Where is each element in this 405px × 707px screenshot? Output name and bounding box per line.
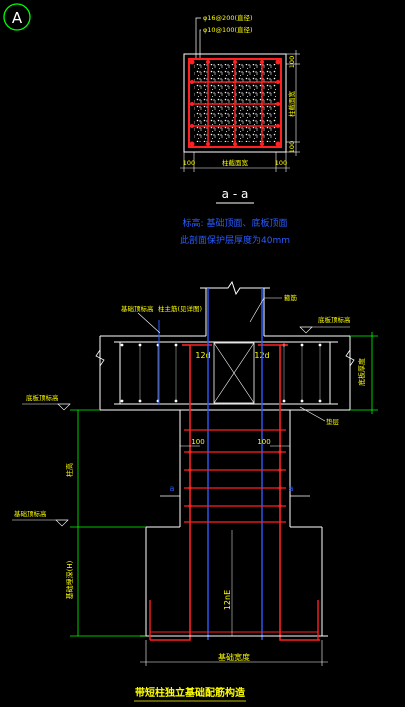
- detail-badge: A: [3, 3, 31, 31]
- section-dim-left: 100: [183, 159, 195, 167]
- column-top-break: [200, 280, 270, 336]
- joint-x-2: [213, 342, 255, 404]
- rebar-note-1: φ16@200(直径): [203, 13, 253, 22]
- inner-ties: [189, 59, 281, 147]
- base-width-dim: [140, 640, 328, 666]
- section-dim-bottom: 100: [288, 141, 296, 153]
- section-title: a - a: [222, 187, 249, 201]
- cover-leader: [299, 406, 326, 422]
- slab-break-left: [95, 349, 105, 367]
- slab-top-leader: [137, 312, 161, 334]
- section-right-dims: [286, 50, 300, 156]
- rebar-leader-1: [195, 17, 201, 60]
- section-height-label: 柱截面宽: [287, 91, 296, 118]
- section-caption-1: 标高: 基础顶面、底板顶面: [183, 217, 288, 229]
- slab-thickness-label: 底板厚度: [357, 358, 366, 386]
- stirrup-dots: [188, 450, 282, 508]
- slab-top-label: 基础顶标高: [121, 304, 154, 313]
- offset-dim-right: 100: [257, 438, 270, 446]
- section-outline: [183, 53, 287, 153]
- cut-mark-right: a: [289, 484, 294, 493]
- slab-top-elev-label: 底板顶标高: [318, 315, 351, 324]
- slab-outline: [99, 335, 351, 411]
- base-width-label: 基础宽度: [218, 652, 250, 662]
- stirrup-label: 箍筋: [284, 293, 298, 302]
- slab-rebar-dots: [120, 343, 322, 403]
- short-column-height-label: 柱高: [65, 463, 74, 477]
- left-elevation-dims: [70, 409, 146, 637]
- section-view: φ16@200(直径) φ10@100(直径): [180, 13, 300, 246]
- column-main-bars: [150, 344, 320, 641]
- stirrup-leader: [249, 297, 282, 323]
- elevation-marker-base-top: 基础顶标高: [12, 509, 69, 527]
- drawing-title: 带短柱独立基础配筋构造: [135, 686, 246, 699]
- slab-rebar-label: 柱主筋(见详图): [158, 304, 202, 313]
- offset-dim-left: 100: [191, 438, 204, 446]
- section-caption-2: 此剖面保护层厚度为40mm: [180, 234, 290, 246]
- elevation-marker-ground: 底板顶标高: [22, 393, 71, 411]
- joint-core: [213, 342, 255, 404]
- short-column-stirrups: [184, 429, 286, 523]
- rebar-leader-2: [199, 29, 201, 60]
- section-bottom-dims: [180, 152, 290, 172]
- elevation-marker-slab-top: 底板顶标高: [299, 315, 351, 334]
- elevation-view: 12d 12d 100: [12, 280, 378, 666]
- ground-elev-label: 底板顶标高: [26, 393, 59, 402]
- slab-break-right: [345, 349, 355, 367]
- detail-badge-letter: A: [12, 9, 23, 27]
- cover-label: 垫层: [326, 417, 340, 426]
- section-width-label: 柱截面宽: [222, 158, 249, 167]
- slab-rebar: [114, 341, 338, 405]
- short-column-outline: [179, 410, 291, 527]
- cut-mark-left: a: [170, 484, 175, 493]
- base-depth-label: 基础埋深(H): [65, 560, 74, 599]
- slab-thickness-dim: [350, 332, 378, 414]
- base-footing-outline: [140, 526, 328, 637]
- embed-label: 12nE: [223, 590, 232, 610]
- slab-hatch: [139, 346, 321, 400]
- section-dim-top: 100: [288, 56, 296, 68]
- section-dim-right: 100: [275, 159, 287, 167]
- base-top-elev-label: 基础顶标高: [14, 509, 47, 518]
- rebar-note-2: φ10@100(直径): [203, 25, 253, 34]
- section-bars: [189, 59, 281, 147]
- anchor-left-label: 12d: [195, 351, 210, 360]
